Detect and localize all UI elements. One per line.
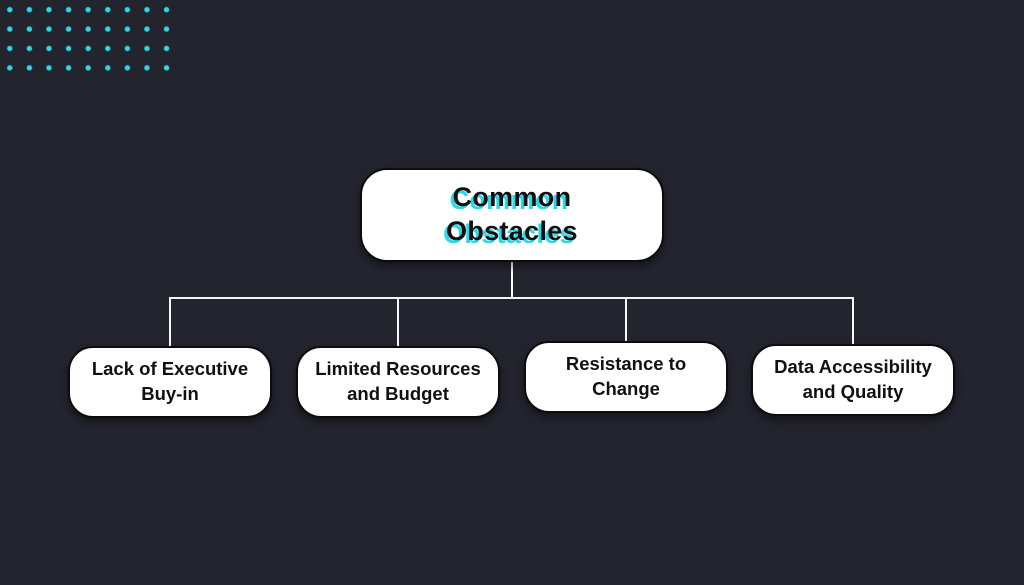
node-limited-resources-and-budget: Limited Resources and Budget (296, 346, 500, 418)
node-label: Resistance to Change (565, 353, 687, 399)
dot-grid-decoration (0, 0, 176, 74)
node-data-accessibility-and-quality: Data Accessibility and Quality (751, 344, 955, 416)
connector-drop-4 (852, 297, 854, 344)
connector-horizontal (169, 297, 854, 299)
node-label: Lack of Executive Buy-in (91, 358, 249, 404)
node-common-obstacles: Common Obstacles (360, 168, 664, 262)
connector-stem (511, 260, 513, 298)
connector-drop-1 (169, 297, 171, 346)
node-label: Common Obstacles (446, 182, 578, 246)
connector-drop-2 (397, 297, 399, 346)
node-label: Limited Resources and Budget (315, 358, 481, 404)
node-lack-of-executive-buy-in: Lack of Executive Buy-in (68, 346, 272, 418)
connector-drop-3 (625, 297, 627, 341)
node-label: Data Accessibility and Quality (774, 356, 932, 402)
node-resistance-to-change: Resistance to Change (524, 341, 728, 413)
